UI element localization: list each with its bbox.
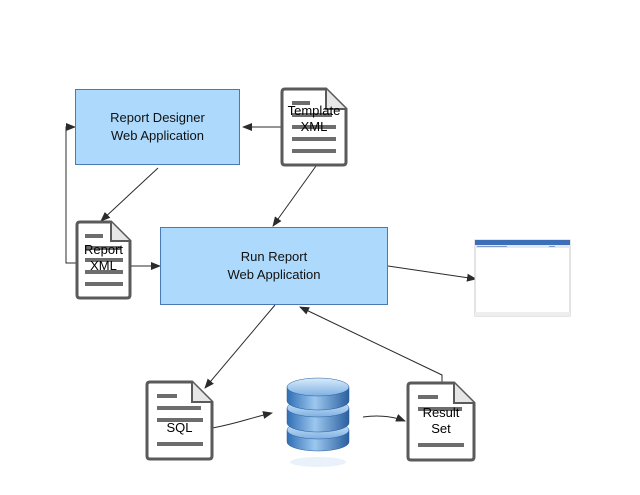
template-xml-label-line1: Template — [287, 103, 341, 118]
report-window-thumbnail — [474, 239, 571, 317]
arrow-sql-to-database — [211, 411, 273, 429]
template-xml-label: Template XML — [282, 103, 346, 135]
run-report-label-line2: Web Application — [227, 267, 321, 282]
arrow-run-report-to-output — [387, 265, 477, 282]
arrow-report-xml-to-designer — [65, 123, 78, 264]
sql-label-line1: SQL — [166, 420, 193, 435]
report-xml-label: Report XML — [77, 242, 130, 274]
run-report-box: Run Report Web Application — [160, 227, 388, 305]
arrow-run-report-to-sql — [204, 304, 276, 389]
report-designer-label-line2: Web Application — [111, 128, 204, 143]
arrow-template-to-run-report — [272, 165, 317, 227]
sql-document-icon — [145, 380, 214, 461]
report-designer-label-line1: Report Designer — [110, 110, 205, 125]
result-set-label-line2: Set — [431, 421, 451, 436]
result-set-document-icon — [406, 381, 476, 462]
arrow-database-to-result-set — [362, 414, 406, 422]
report-xml-label-line1: Report — [83, 242, 124, 257]
result-set-label: Result Set — [408, 405, 474, 437]
template-xml-document-icon — [280, 87, 348, 167]
report-xml-document-icon — [75, 220, 132, 300]
sql-label: SQL — [147, 420, 212, 436]
report-designer-box: Report Designer Web Application — [75, 89, 240, 165]
report-xml-label-line2: XML — [90, 258, 117, 273]
run-report-label-line1: Run Report — [240, 249, 308, 264]
database-icon — [286, 377, 350, 467]
result-set-label-line1: Result — [422, 405, 460, 420]
arrow-result-set-to-run-report — [299, 306, 443, 382]
template-xml-label-line2: XML — [300, 119, 328, 134]
arrow-designer-to-report-xml — [100, 167, 159, 222]
